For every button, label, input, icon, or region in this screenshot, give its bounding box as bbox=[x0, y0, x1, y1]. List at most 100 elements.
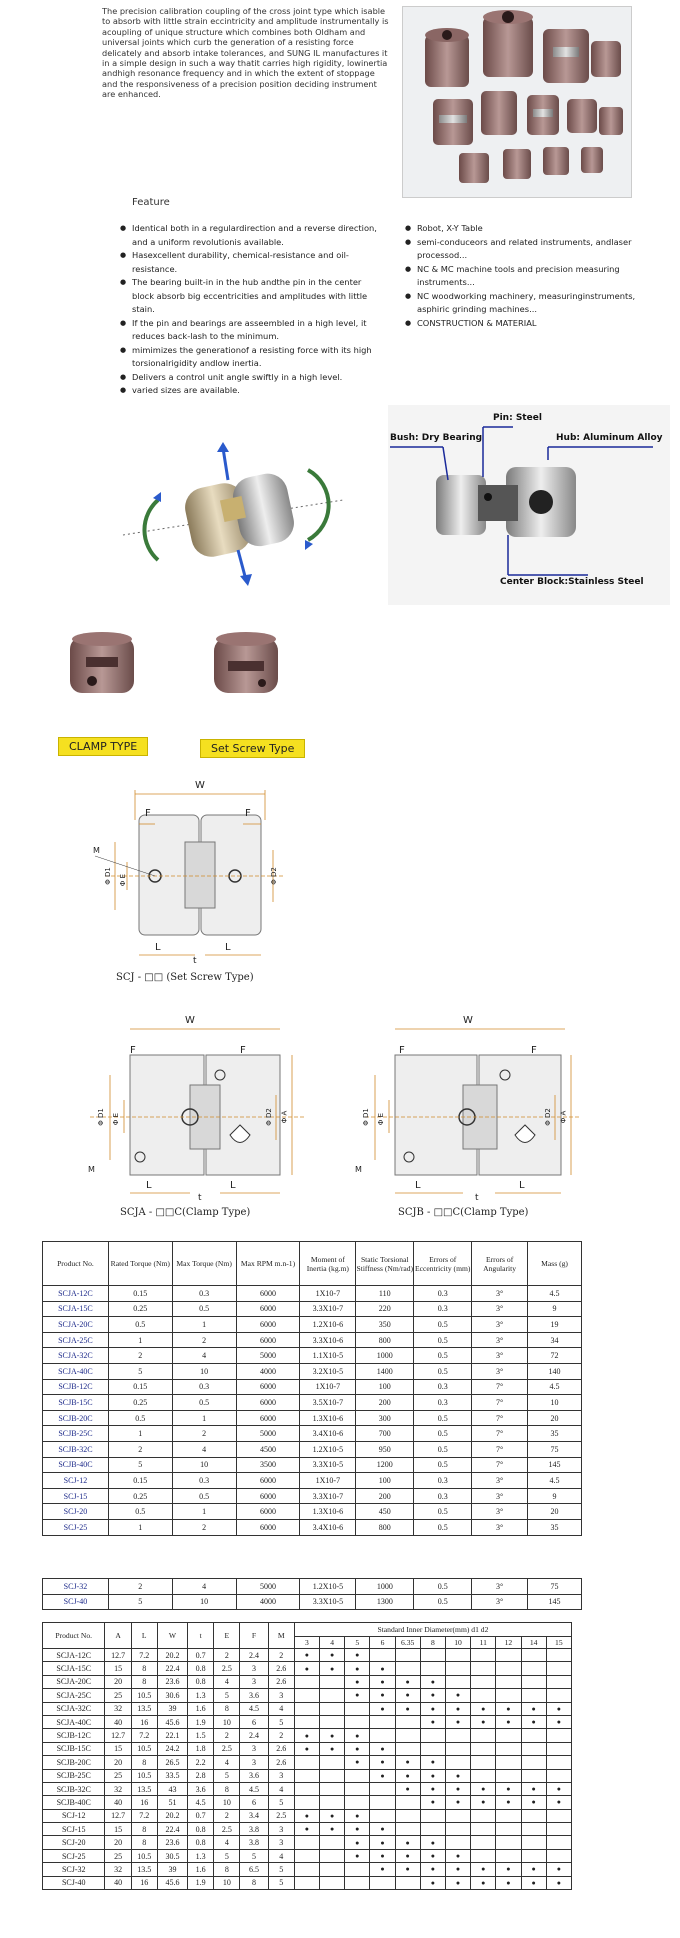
table-cell: 6000 bbox=[235, 1316, 301, 1333]
availability-empty bbox=[369, 1647, 396, 1663]
table-cell: 2 bbox=[171, 1331, 237, 1349]
product-no-cell: SCJ-20 bbox=[42, 1503, 109, 1520]
table-cell: 12.7 bbox=[104, 1808, 132, 1824]
table-cell: 3° bbox=[471, 1285, 529, 1302]
dim-w: W bbox=[185, 1015, 195, 1026]
availability-dot: ● bbox=[369, 1674, 396, 1690]
table-cell: 8 bbox=[130, 1661, 158, 1676]
table-cell: 3 bbox=[239, 1661, 269, 1676]
dim-f: F bbox=[245, 808, 251, 819]
table-cell: 4.5 bbox=[187, 1795, 215, 1810]
col-mass: Mass (g) bbox=[527, 1241, 582, 1286]
table-cell: 4 bbox=[171, 1440, 237, 1458]
table-cell: 1.1X10-5 bbox=[299, 1347, 357, 1364]
availability-empty bbox=[520, 1835, 547, 1850]
table-cell: 20 bbox=[104, 1755, 132, 1770]
table-cell: 25 bbox=[104, 1688, 132, 1703]
availability-dot: ● bbox=[470, 1795, 497, 1810]
bore-size-header: 4 bbox=[319, 1636, 346, 1649]
availability-dot: ● bbox=[545, 1701, 573, 1716]
product-no-cell: SCJA-40C bbox=[42, 1362, 109, 1380]
table-cell: 0.7 bbox=[187, 1647, 215, 1663]
availability-dot: ● bbox=[369, 1688, 396, 1703]
table-cell: 3.4 bbox=[239, 1808, 269, 1824]
table-cell: 0.3 bbox=[171, 1472, 237, 1489]
availability-dot: ● bbox=[344, 1674, 371, 1690]
availability-dot: ● bbox=[319, 1728, 346, 1743]
table-cell: 1400 bbox=[355, 1362, 415, 1380]
dim-d1: Φ D1 bbox=[96, 1108, 105, 1126]
table-cell: 2.8 bbox=[187, 1768, 215, 1783]
feature-item: The bearing built-in in the hub andthe p… bbox=[120, 276, 382, 317]
availability-dot: ● bbox=[444, 1714, 472, 1730]
table-cell: 1.3X10-6 bbox=[299, 1503, 357, 1520]
availability-empty bbox=[293, 1781, 321, 1797]
table-cell: 2.5 bbox=[213, 1741, 241, 1757]
product-no-cell: SCJB-32C bbox=[41, 1781, 106, 1797]
bore-size-header: 14 bbox=[520, 1636, 547, 1649]
table-cell: 3° bbox=[471, 1487, 529, 1505]
availability-dot: ● bbox=[520, 1714, 547, 1730]
table-cell: 1.2X10-6 bbox=[299, 1316, 357, 1333]
availability-dot: ● bbox=[470, 1701, 497, 1716]
availability-empty bbox=[319, 1862, 346, 1877]
availability-empty bbox=[419, 1822, 446, 1837]
availability-dot: ● bbox=[419, 1674, 446, 1690]
availability-dot: ● bbox=[293, 1728, 321, 1743]
table-cell: 43 bbox=[156, 1781, 189, 1797]
product-no-cell: SCJB-40C bbox=[41, 1795, 106, 1810]
table-cell: 3° bbox=[471, 1578, 529, 1595]
table-cell: 2.4 bbox=[239, 1728, 269, 1743]
availability-empty bbox=[394, 1661, 421, 1676]
table-cell: 12.7 bbox=[104, 1647, 132, 1663]
product-no-cell: SCJB-25C bbox=[41, 1768, 106, 1783]
center-block-label: Center Block:Stainless Steel bbox=[500, 577, 644, 587]
table-cell: 0.5 bbox=[413, 1362, 473, 1380]
availability-empty bbox=[495, 1835, 522, 1850]
availability-dot: ● bbox=[444, 1781, 472, 1797]
table-cell: 40 bbox=[104, 1714, 132, 1730]
availability-dot: ● bbox=[344, 1688, 371, 1703]
table-cell: 13.5 bbox=[130, 1862, 158, 1877]
set-screw-type-photo bbox=[206, 625, 286, 705]
availability-dot: ● bbox=[394, 1688, 421, 1703]
table-cell: 3 bbox=[239, 1741, 269, 1757]
table-cell: 15 bbox=[104, 1822, 132, 1837]
availability-dot: ● bbox=[419, 1688, 446, 1703]
table-cell: 15 bbox=[104, 1661, 132, 1676]
availability-empty bbox=[520, 1808, 547, 1824]
table-cell: 7° bbox=[471, 1440, 529, 1458]
table-cell: 3.4X10-6 bbox=[299, 1518, 357, 1536]
table-cell: 0.5 bbox=[413, 1578, 473, 1595]
availability-empty bbox=[444, 1755, 472, 1770]
table-cell: 3.3X10-5 bbox=[299, 1593, 357, 1611]
availability-empty bbox=[470, 1688, 497, 1703]
table-cell: 75 bbox=[527, 1440, 582, 1458]
product-no-cell: SCJB-15C bbox=[41, 1741, 106, 1757]
table-cell: 1.2X10-5 bbox=[299, 1440, 357, 1458]
table-cell: 0.5 bbox=[107, 1409, 173, 1427]
availability-empty bbox=[419, 1647, 446, 1663]
table-cell: 110 bbox=[355, 1285, 415, 1302]
availability-empty bbox=[545, 1728, 573, 1743]
bore-size-header: 10 bbox=[444, 1636, 472, 1649]
bore-size-header: 6 bbox=[369, 1636, 396, 1649]
availability-empty bbox=[369, 1808, 396, 1824]
availability-empty bbox=[545, 1835, 573, 1850]
table-cell: 1.9 bbox=[187, 1875, 215, 1891]
set-screw-type-badge: Set Screw Type bbox=[200, 739, 306, 758]
table-cell: 450 bbox=[355, 1503, 415, 1520]
product-no-cell: SCJB-12C bbox=[41, 1728, 106, 1743]
availability-dot: ● bbox=[545, 1875, 573, 1891]
table-cell: 6000 bbox=[235, 1378, 301, 1396]
availability-dot: ● bbox=[394, 1755, 421, 1770]
table-cell: 4 bbox=[213, 1674, 241, 1690]
